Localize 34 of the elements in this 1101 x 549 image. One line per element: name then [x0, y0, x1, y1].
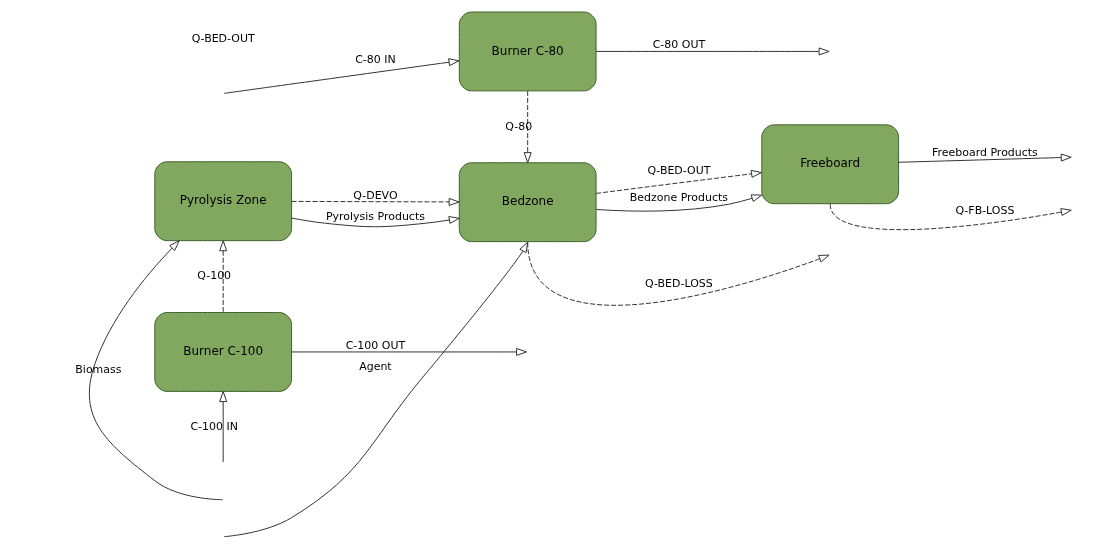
arrow	[290, 347, 527, 356]
edge-label: Agent	[358, 359, 392, 373]
node-box: Pyrolysis Zone	[153, 161, 292, 242]
edge-label: Pyrolysis Products	[325, 209, 425, 223]
edge-label: C-80 OUT	[652, 38, 705, 52]
node-box: Burner C-100	[153, 312, 292, 392]
edge-label: Q-BED-LOSS	[644, 276, 713, 290]
edge-label: Q-80	[504, 119, 532, 133]
edge-label: Q-100	[196, 269, 231, 283]
edge-label: C-100 OUT	[345, 338, 405, 352]
arrow	[218, 240, 227, 313]
node-box: Freeboard	[760, 124, 899, 205]
edge-label: Biomass	[74, 362, 121, 376]
edge-label: Freeboard Products	[931, 146, 1038, 160]
arrow	[290, 197, 460, 206]
arrow	[829, 203, 1072, 231]
node-box: Burner C-80	[458, 11, 597, 92]
node-box: Bedzone	[458, 162, 597, 243]
arrow	[523, 90, 532, 164]
label: Q-BED-OUT	[191, 32, 255, 46]
edge-label: Q-FB-LOSS	[954, 203, 1014, 217]
edge-label: C-100 IN	[189, 419, 238, 433]
edge-label: Q-DEVO	[352, 188, 398, 202]
arrow	[595, 169, 762, 194]
arrow	[595, 194, 762, 212]
arrow	[218, 391, 227, 463]
edge-label: C-80 IN	[354, 53, 396, 67]
edge-label: Bedzone Products	[629, 190, 728, 204]
arrow	[223, 58, 459, 94]
arrow	[88, 240, 223, 501]
arrow	[290, 216, 460, 228]
arrow	[223, 241, 528, 538]
edge-label: Q-BED-OUT	[646, 164, 710, 178]
arrow	[897, 153, 1072, 163]
